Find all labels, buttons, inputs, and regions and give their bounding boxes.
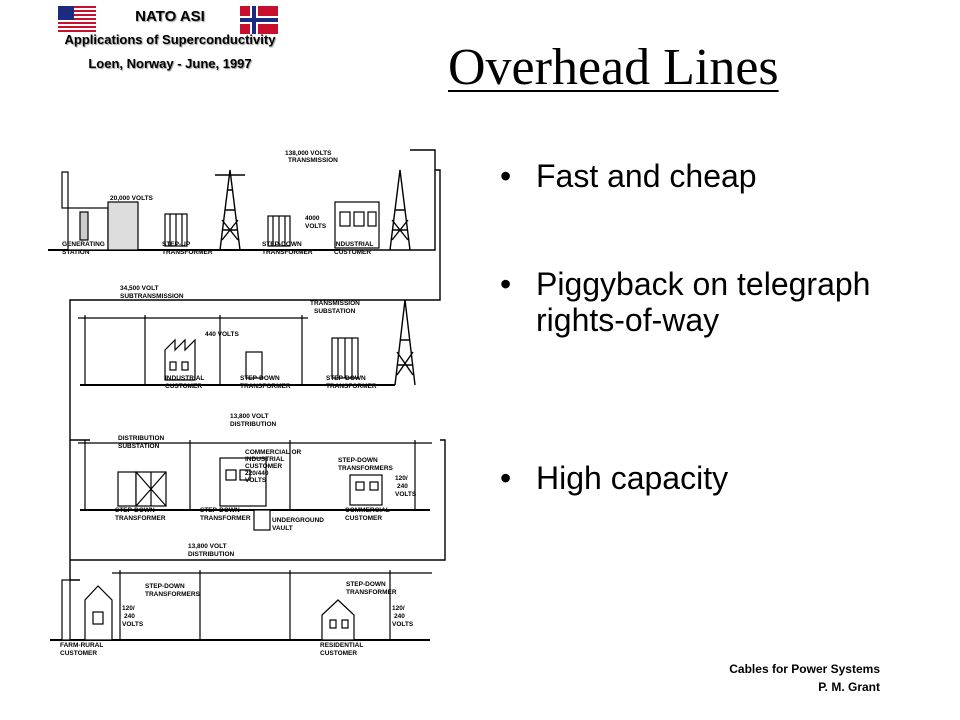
diagram-label: 138,000 VOLTS (285, 150, 332, 157)
diagram-label: INDUSTRIAL (334, 241, 373, 248)
diagram-label: TRANSFORMER (240, 383, 291, 390)
diagram-label: VAULT (272, 525, 293, 532)
diagram-label: 240 (124, 613, 135, 620)
conference-header: NATO ASI Applications of Superconductivi… (20, 6, 320, 76)
diagram-label: TRANSFORMER (200, 515, 251, 522)
diagram-label: VOLTS (395, 491, 417, 498)
industrial-customer-icon (164, 338, 196, 381)
diagram-label: 20,000 VOLTS (110, 195, 154, 202)
diagram-label: 240 (397, 483, 408, 490)
slide-title: Overhead Lines (448, 39, 779, 96)
transmission-tower-icon (215, 169, 245, 251)
step-down-transformer-icon (245, 351, 263, 379)
bullet-item: High capacity (500, 460, 728, 496)
transmission-tower-icon (389, 169, 411, 251)
diagram-label: STATION (62, 249, 90, 256)
underground-vault-icon (253, 509, 271, 531)
footer-author: P. M. Grant (818, 680, 880, 694)
generating-station-icon (61, 171, 139, 251)
diagram-label: SUBSTATION (118, 443, 160, 450)
diagram-label: TRANSFORMER (326, 383, 377, 390)
diagram-label: 120/ (392, 605, 405, 612)
diagram-label: TRANSMISSION (310, 300, 360, 307)
residential-house-icon (321, 599, 355, 641)
diagram-label: CUSTOMER (245, 463, 282, 470)
diagram-label: CUSTOMER (60, 650, 97, 657)
diagram-label: TRANSFORMER (262, 249, 313, 256)
diagram-label: VOLTS (245, 477, 267, 484)
step-down-transformer-icon (267, 215, 291, 247)
diagram-label: TRANSFORMERS (338, 465, 394, 472)
diagram-label: TRANSFORMER (115, 515, 166, 522)
diagram-label: CUSTOMER (165, 383, 202, 390)
diagram-label: STEP-DOWN (145, 583, 185, 590)
diagram-label: 13,800 VOLT (188, 543, 227, 550)
bullet-item: Fast and cheap (500, 158, 757, 194)
diagram-label: FARM-RURAL (60, 642, 103, 649)
diagram-label: VOLTS (392, 621, 414, 628)
diagram-label: UNDERGROUND (272, 517, 324, 524)
bullet-item: Piggyback on telegraph rights-of-way (500, 266, 876, 338)
course-name: Applications of Superconductivity (64, 32, 276, 47)
diagram-label: STEP-DOWN (240, 375, 280, 382)
diagram-label: VOLTS (122, 621, 144, 628)
diagram-label: COMMERCIAL OR (245, 449, 302, 456)
transmission-tower-icon (394, 299, 416, 386)
diagram-label: VOLTS (305, 223, 327, 230)
diagram-label: SUBSTATION (314, 308, 356, 315)
diagram-label: RESIDENTIAL (320, 642, 363, 649)
diagram-label: COMMERCIAL (345, 507, 390, 514)
diagram-label: TRANSFORMER (346, 589, 397, 596)
diagram-label: INDUSTRIAL (245, 456, 284, 463)
commercial-industrial-building-icon (219, 457, 267, 507)
diagram-label: SUBTRANSMISSION (120, 293, 184, 300)
footer: Cables for Power Systems P. M. Grant (729, 660, 880, 696)
industrial-building-icon (334, 201, 380, 249)
diagram-label: 120/ (395, 475, 408, 482)
diagram-label: STEP-UP (162, 241, 191, 248)
diagram-label: DISTRIBUTION (230, 421, 277, 428)
transmission-substation-icon (331, 337, 359, 379)
diagram-label: 440 VOLTS (205, 331, 240, 338)
diagram-label: CUSTOMER (334, 249, 371, 256)
diagram-label: 240 (394, 613, 405, 620)
diagram-label: TRANSMISSION (288, 157, 338, 164)
diagram-label: STEP-DOWN (115, 507, 155, 514)
diagram-label: 220/440 (245, 470, 269, 477)
diagram-label: 13,800 VOLT (230, 413, 269, 420)
farm-rural-house-icon (61, 579, 113, 641)
footer-course: Cables for Power Systems (729, 662, 880, 676)
diagram-label: STEP-DOWN (338, 457, 378, 464)
diagram-label: STEP-DOWN (200, 507, 240, 514)
diagram-label: TRANSFORMERS (145, 591, 201, 598)
commercial-customer-icon (349, 474, 383, 506)
diagram-label: GENERATING (62, 241, 105, 248)
org-name: NATO ASI (135, 8, 205, 25)
power-distribution-diagram: 138,000 VOLTS TRANSMISSION 20,000 VOLTS … (48, 149, 446, 657)
diagram-label: CUSTOMER (345, 515, 382, 522)
diagram-label: TRANSFORMER (162, 249, 213, 256)
diagram-label: 120/ (122, 605, 135, 612)
diagram-label: DISTRIBUTION (188, 551, 235, 558)
us-flag-icon (58, 6, 96, 32)
step-up-transformer-icon (164, 213, 188, 247)
diagram-label: DISTRIBUTION (118, 435, 165, 442)
diagram-label: STEP-DOWN (326, 375, 366, 382)
diagram-label: 34,500 VOLT (120, 285, 159, 292)
diagram-label: STEP-DOWN (262, 241, 302, 248)
diagram-label: INDUSTRIAL (165, 375, 204, 382)
distribution-substation-icon (117, 471, 167, 507)
diagram-label: CUSTOMER (320, 650, 357, 657)
norway-flag-icon (240, 6, 278, 34)
location-date: Loen, Norway - June, 1997 (88, 56, 252, 71)
diagram-label: STEP-DOWN (346, 581, 386, 588)
diagram-label: 4000 (305, 215, 320, 222)
